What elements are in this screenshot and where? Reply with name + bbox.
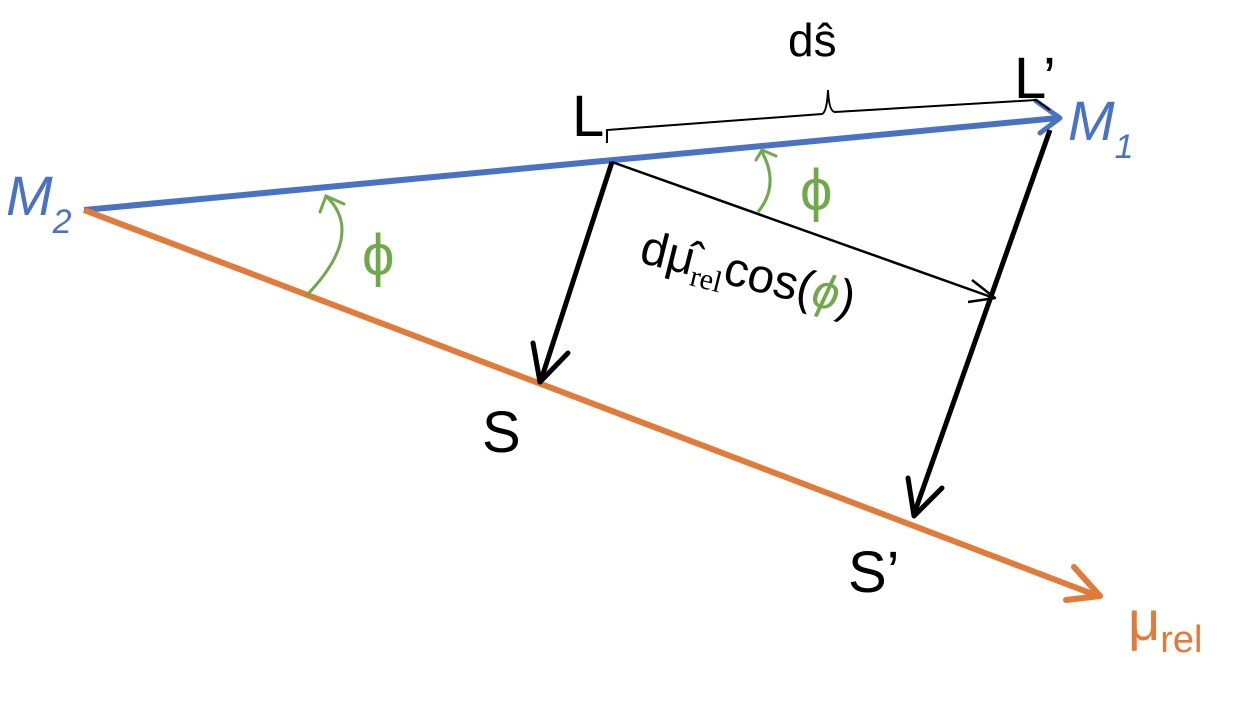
label-S: S xyxy=(482,400,521,465)
label-L: L xyxy=(572,84,604,149)
label-m2: M2 xyxy=(6,164,72,241)
label-phi-left: ϕ xyxy=(362,223,394,288)
phi-arc-left xyxy=(304,194,344,298)
phi-arc-left-head xyxy=(318,193,346,214)
label-S-prime: S’ xyxy=(848,540,900,605)
arrow-lp-to-sp-head xyxy=(905,475,945,519)
label-phi-right: ϕ xyxy=(800,158,832,223)
arrow-lp-to-sp xyxy=(911,129,1053,515)
label-m1: M1 xyxy=(1068,89,1134,166)
arrow-l-to-s-head xyxy=(530,340,571,385)
projection-arrow xyxy=(611,160,995,300)
phi-arc-right-head xyxy=(754,148,778,162)
label-L-prime: L’ xyxy=(1014,46,1056,111)
m2-m1-line xyxy=(83,115,1059,213)
arrow-l-to-s xyxy=(538,161,615,381)
mu-rel-line xyxy=(82,207,1100,599)
phi-arc-right xyxy=(756,151,772,213)
ds-brace xyxy=(606,89,1051,143)
mu-rel-arrowhead xyxy=(1063,564,1103,603)
label-ds: dŝ xyxy=(788,14,837,66)
projection-arrowhead xyxy=(967,279,997,304)
label-mu-rel: μrel xyxy=(1128,589,1203,661)
